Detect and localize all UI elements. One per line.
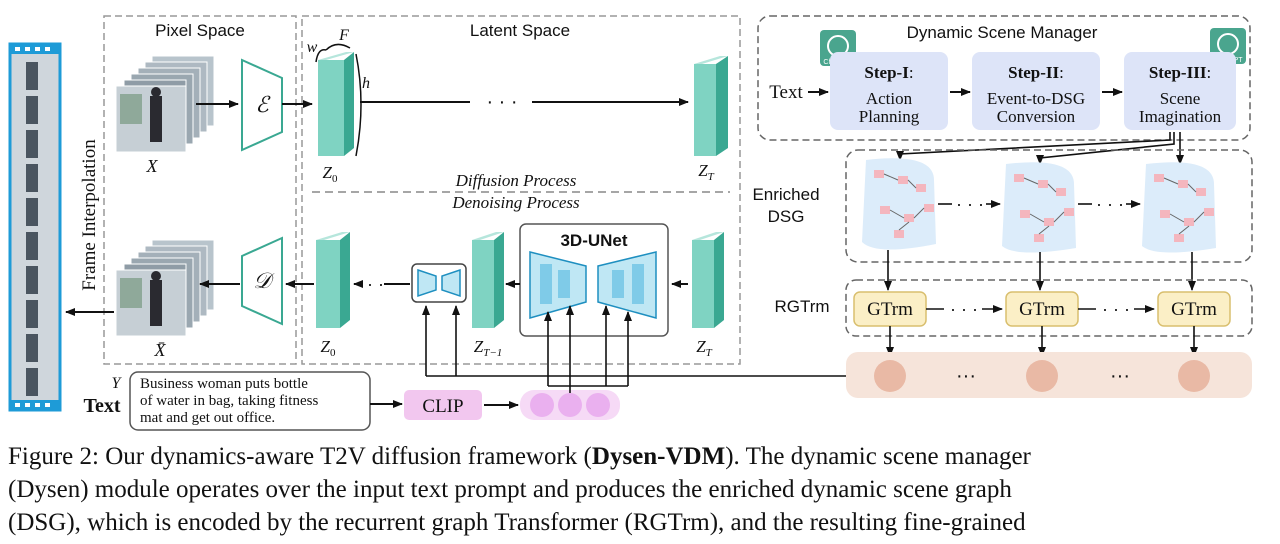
gtrm-block-1: GTrm — [853, 291, 927, 327]
rgtrm-panel — [845, 279, 1253, 337]
clip-block — [404, 390, 482, 420]
x-label: X — [146, 156, 159, 176]
dsm-text-input-label: Text — [769, 82, 803, 103]
dsg-graph-3 — [1142, 162, 1216, 253]
zt-top-label: ZT — [698, 161, 714, 183]
text-embedding-node-2 — [558, 393, 582, 417]
denoise-ellipsis: · · · — [356, 274, 384, 294]
prompt-line-2: of water in bag, taking fitness — [140, 393, 318, 409]
unet-3d-encoder — [529, 251, 587, 319]
dsg-graph-1 — [862, 158, 936, 250]
z0-top-label: Z0 — [323, 163, 338, 185]
y-label: Y — [112, 375, 123, 392]
step-2-box: Step-II: Event-to-DSG Conversion — [972, 52, 1100, 130]
dsg-dots-1: · · · — [956, 194, 984, 214]
rgtrm-label: RGTrm — [774, 297, 829, 316]
dsg-feature-node-1 — [874, 360, 906, 392]
feature-dots-2: ··· — [1110, 365, 1130, 387]
x-bar-label: X̄ — [154, 340, 167, 360]
diffusion-ellipsis: · · · — [486, 91, 517, 113]
output-frames — [115, 239, 215, 337]
caption-line-3: (DSG), which is encoded by the recurrent… — [8, 509, 1026, 536]
text-embedding-node-1 — [530, 393, 554, 417]
latent-zt-bottom — [692, 232, 724, 328]
prompt-box — [129, 371, 371, 431]
enriched-dsg-label-2: DSG — [768, 207, 805, 226]
svg-text:Action: Action — [866, 89, 913, 108]
caption-line-2: (Dysen) module operates over the input t… — [8, 476, 1012, 503]
feature-dots-1: ··· — [956, 365, 976, 387]
clip-label: CLIP — [422, 396, 463, 417]
prompt-line-1: Business woman puts bottle — [140, 376, 308, 392]
video-film-strip — [8, 42, 62, 412]
latent-zt-minus-1 — [472, 232, 504, 328]
svg-text:Step-III:: Step-III: — [1149, 63, 1211, 82]
dsg-dots-2: · · · — [1096, 194, 1124, 214]
dsg-feature-node-3 — [1178, 360, 1210, 392]
latent-space-title: Latent Space — [470, 21, 570, 40]
step-1-box: Step-I: Action Planning — [830, 52, 948, 130]
svg-text:GTrm: GTrm — [1171, 299, 1217, 320]
small-unet-block — [411, 263, 467, 303]
svg-text:GTrm: GTrm — [867, 299, 913, 320]
encoder-symbol: ℰ — [255, 93, 271, 118]
h-label: h — [362, 75, 370, 92]
encoder-block — [241, 58, 283, 152]
dsg-graph-2 — [1002, 162, 1076, 253]
svg-text:Conversion: Conversion — [997, 107, 1076, 126]
framework-diagram: Frame Interpolation Pixel Space Latent S… — [8, 15, 1253, 431]
latent-z0-top — [318, 52, 354, 156]
svg-text:Step-II:: Step-II: — [1008, 63, 1064, 82]
dsm-panel — [757, 15, 1251, 141]
caption-line-1: Figure 2: Our dynamics-aware T2V diffusi… — [8, 443, 1031, 470]
prompt-line-3: mat and get out office. — [140, 410, 275, 426]
z0-bottom-label: Z0 — [321, 337, 336, 359]
svg-text:Event-to-DSG: Event-to-DSG — [987, 89, 1085, 108]
svg-text:Imagination: Imagination — [1139, 107, 1222, 126]
svg-text:Scene: Scene — [1160, 89, 1201, 108]
decoder-block — [241, 236, 283, 326]
f-label: F — [338, 27, 349, 44]
latent-z0-bottom — [316, 232, 350, 328]
denoising-process-label: Denoising Process — [451, 193, 580, 212]
gtrm-dots-2: · · · — [1102, 299, 1130, 319]
w-label: w — [307, 39, 318, 56]
unet-3d-decoder — [597, 251, 657, 319]
zt-minus-1-label: ZT−1 — [474, 337, 503, 359]
svg-text:Step-I:: Step-I: — [864, 63, 913, 82]
gtrm-block-2: GTrm — [1005, 291, 1079, 327]
zt-bottom-label: ZT — [696, 337, 712, 359]
pixel-space-panel — [103, 15, 297, 365]
text-input-label: Text — [83, 395, 120, 417]
svg-text:Planning: Planning — [859, 107, 920, 126]
decoder-symbol: 𝒟 — [253, 269, 275, 294]
pixel-space-title: Pixel Space — [155, 21, 245, 40]
svg-text:GTrm: GTrm — [1019, 299, 1065, 320]
gtrm-dots-1: · · · — [950, 299, 978, 319]
figure-caption: Figure 2: Our dynamics-aware T2V diffusi… — [8, 440, 1278, 544]
latent-space-panel — [301, 15, 741, 365]
input-frames — [115, 55, 215, 153]
latent-zt-top — [694, 56, 728, 156]
diffusion-process-label: Diffusion Process — [455, 171, 577, 190]
dsg-panel — [845, 149, 1253, 263]
dsg-feature-node-2 — [1026, 360, 1058, 392]
enriched-dsg-label-1: Enriched — [752, 185, 819, 204]
text-embedding-node-3 — [586, 393, 610, 417]
step-3-box: Step-III: Scene Imagination — [1124, 52, 1236, 130]
unet-3d-label: 3D-UNet — [560, 231, 627, 250]
frame-interpolation-label: Frame Interpolation — [79, 139, 100, 291]
dsm-title: Dynamic Scene Manager — [907, 23, 1098, 42]
gtrm-block-3: GTrm — [1157, 291, 1231, 327]
